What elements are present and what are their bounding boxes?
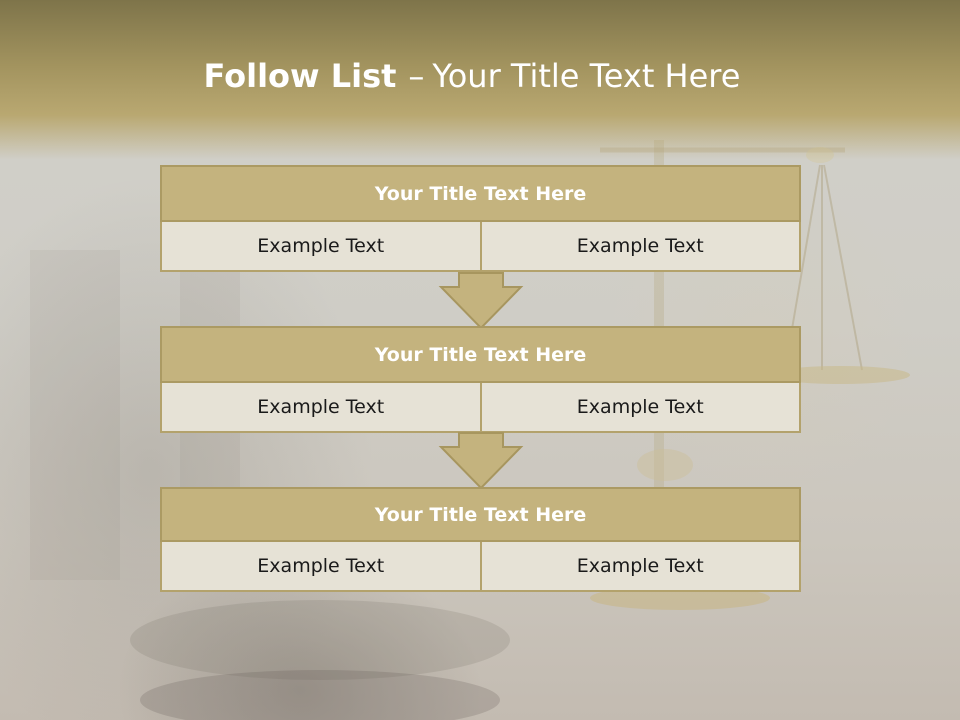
gavel-block — [130, 600, 510, 680]
scale-chain — [823, 164, 863, 371]
scale-base — [590, 586, 770, 610]
step-title: Your Title Text Here — [160, 487, 801, 542]
header-band — [0, 0, 960, 160]
scale-knob — [637, 449, 693, 481]
down-arrow-icon — [438, 272, 524, 330]
title-dash: – — [408, 57, 425, 95]
title-bold: Follow List — [203, 57, 397, 95]
slide-title: Follow List–Your Title Text Here — [0, 56, 944, 96]
step-row: Example Text Example Text — [160, 222, 801, 272]
book-shadow — [30, 250, 120, 580]
step-cell-right: Example Text — [481, 222, 801, 272]
flow-step-3: Your Title Text Here Example Text Exampl… — [160, 487, 801, 592]
step-title: Your Title Text Here — [160, 165, 801, 222]
flow-step-1: Your Title Text Here Example Text Exampl… — [160, 165, 801, 272]
step-cell-right: Example Text — [481, 542, 801, 592]
step-cell-left: Example Text — [160, 542, 482, 592]
step-row: Example Text Example Text — [160, 542, 801, 592]
step-title: Your Title Text Here — [160, 326, 801, 383]
step-cell-left: Example Text — [160, 383, 482, 433]
down-arrow-icon — [438, 432, 524, 490]
step-cell-left: Example Text — [160, 222, 482, 272]
title-rest: Your Title Text Here — [432, 57, 741, 95]
step-cell-right: Example Text — [481, 383, 801, 433]
scale-pan — [770, 366, 910, 384]
gavel-block-base — [140, 670, 500, 720]
flow-step-2: Your Title Text Here Example Text Exampl… — [160, 326, 801, 433]
step-row: Example Text Example Text — [160, 383, 801, 433]
